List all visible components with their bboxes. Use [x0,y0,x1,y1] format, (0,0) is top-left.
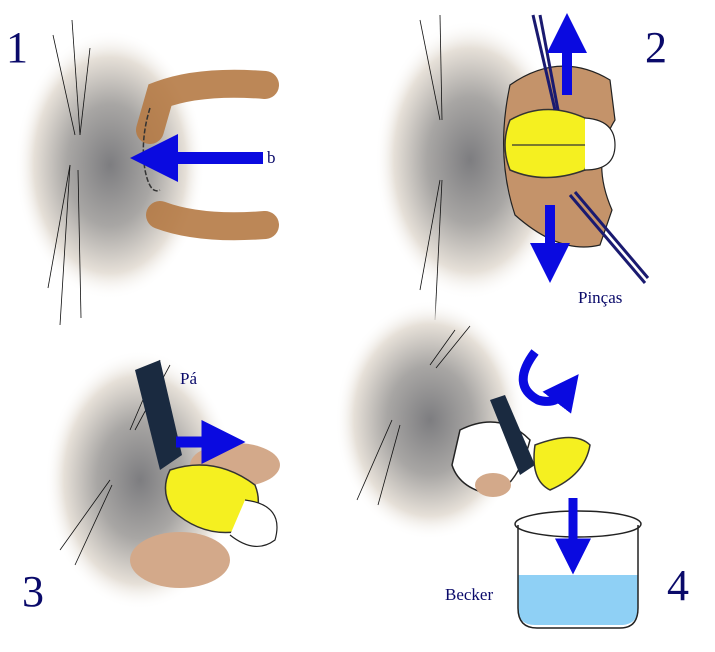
label-becker: Becker [445,585,493,604]
panel-3: Pá 3 [22,350,280,616]
incision-edge [142,107,161,192]
head-outline [584,117,616,171]
head-outline [229,499,278,547]
panel-2: Pinças 2 [375,13,667,321]
panel-4: Becker 4 [335,300,689,629]
whiskers [419,14,443,321]
label-pa: Pá [180,369,197,388]
rotate-arrow [518,349,579,414]
panel-1: b 1 [6,19,279,326]
tweezers [531,14,650,284]
shell-lower [130,532,230,588]
step-number-1: 1 [6,23,28,72]
fur-region [15,30,205,300]
gland-body [533,436,591,491]
spatula [135,360,182,470]
step-number-4: 4 [667,561,689,610]
whiskers [47,19,91,326]
step-number-3: 3 [22,567,44,616]
shell-outline [136,69,279,241]
beaker-water [518,575,638,625]
beaker [514,510,642,629]
shell-edge [475,473,511,497]
fur-region [335,300,525,540]
step-number-2: 2 [645,23,667,72]
label-pincas: Pinças [578,288,622,307]
beaker-body [517,525,639,629]
spatula [490,395,535,475]
gland-body [504,108,591,179]
beaker-rim [514,510,642,538]
whiskers [356,325,471,506]
label-b: b [267,148,276,167]
